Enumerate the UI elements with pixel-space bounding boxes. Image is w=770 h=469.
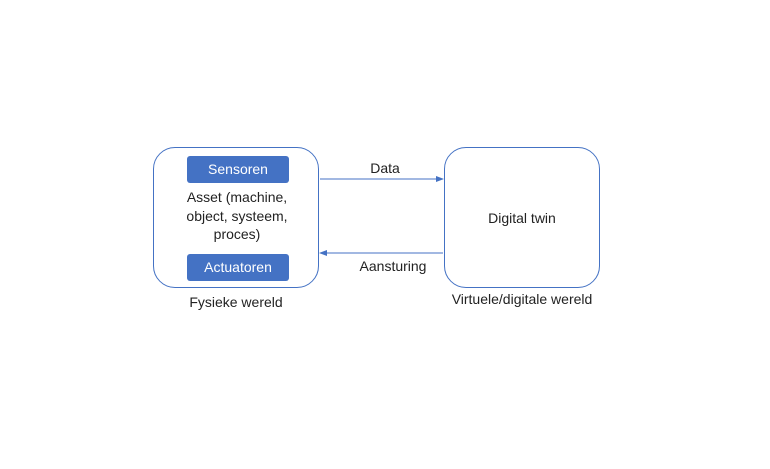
digital-twin-label: Digital twin — [488, 210, 556, 226]
actuators-block: Actuatoren — [187, 254, 289, 281]
virtual-world-caption: Virtuele/digitale wereld — [451, 291, 593, 307]
digital-twin-box: Digital twin — [444, 147, 600, 288]
control-arrow-label: Aansturing — [359, 258, 427, 274]
sensors-block: Sensoren — [187, 156, 289, 183]
data-arrow-label: Data — [370, 160, 400, 176]
physical-world-caption: Fysieke wereld — [189, 294, 283, 310]
asset-label: Asset (machine, object, systeem, proces) — [186, 189, 288, 242]
asset-box: Sensoren Asset (machine, object, systeem… — [153, 147, 319, 288]
